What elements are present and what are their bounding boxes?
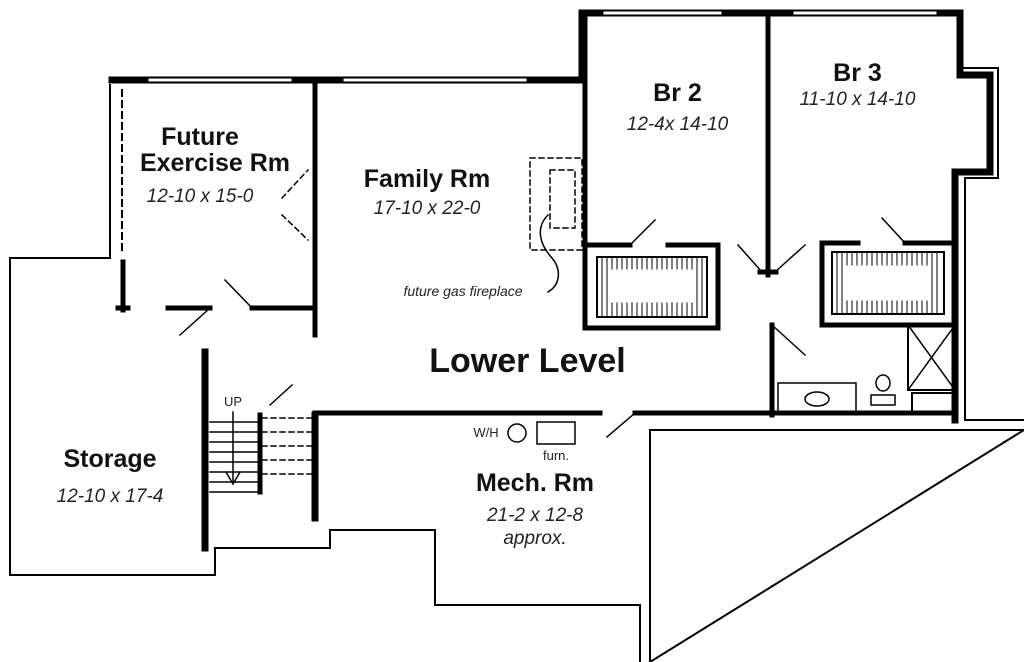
- fireplace-leader: [539, 213, 560, 294]
- furnace: [536, 421, 576, 445]
- water-heater-label: W/H: [473, 425, 499, 440]
- room-family-dims: 17-10 x 22-0: [373, 198, 481, 219]
- room-br2-name: Br 2: [653, 79, 702, 107]
- room-mech-name: Mech. Rm: [475, 469, 595, 497]
- room-storage-dims: 12-10 x 17-4: [56, 486, 164, 507]
- fireplace: [529, 157, 583, 251]
- room-exercise-name-line2: Exercise Rm: [139, 149, 291, 177]
- room-br2-dims: 12-4x 14-10: [626, 114, 729, 135]
- water-heater: [507, 423, 527, 443]
- room-exercise-dims: 12-10 x 15-0: [146, 186, 254, 207]
- room-br3-dims: 11-10 x 14-10: [799, 89, 916, 110]
- windows: [148, 11, 937, 82]
- door-swings: [178, 168, 907, 439]
- stairs: [209, 411, 313, 493]
- interior-walls: [115, 12, 958, 495]
- furnace-label: furn.: [542, 448, 569, 463]
- room-exercise-name-line1: Future: [161, 123, 239, 151]
- foundation-outline: [9, 67, 1024, 662]
- room-br3-name: Br 3: [833, 59, 882, 87]
- level-title: Lower Level: [429, 342, 626, 380]
- room-mech-note: approx.: [503, 528, 567, 549]
- room-storage-name: Storage: [63, 445, 157, 473]
- closet-br2: [596, 256, 708, 318]
- room-family-name: Family Rm: [363, 165, 491, 193]
- bathroom-fixtures: [777, 323, 957, 414]
- fireplace-label: future gas fireplace: [403, 283, 523, 299]
- stairs-up-label: UP: [223, 394, 243, 409]
- room-mech-dims: 21-2 x 12-8: [486, 505, 584, 526]
- closet-br3: [831, 251, 945, 315]
